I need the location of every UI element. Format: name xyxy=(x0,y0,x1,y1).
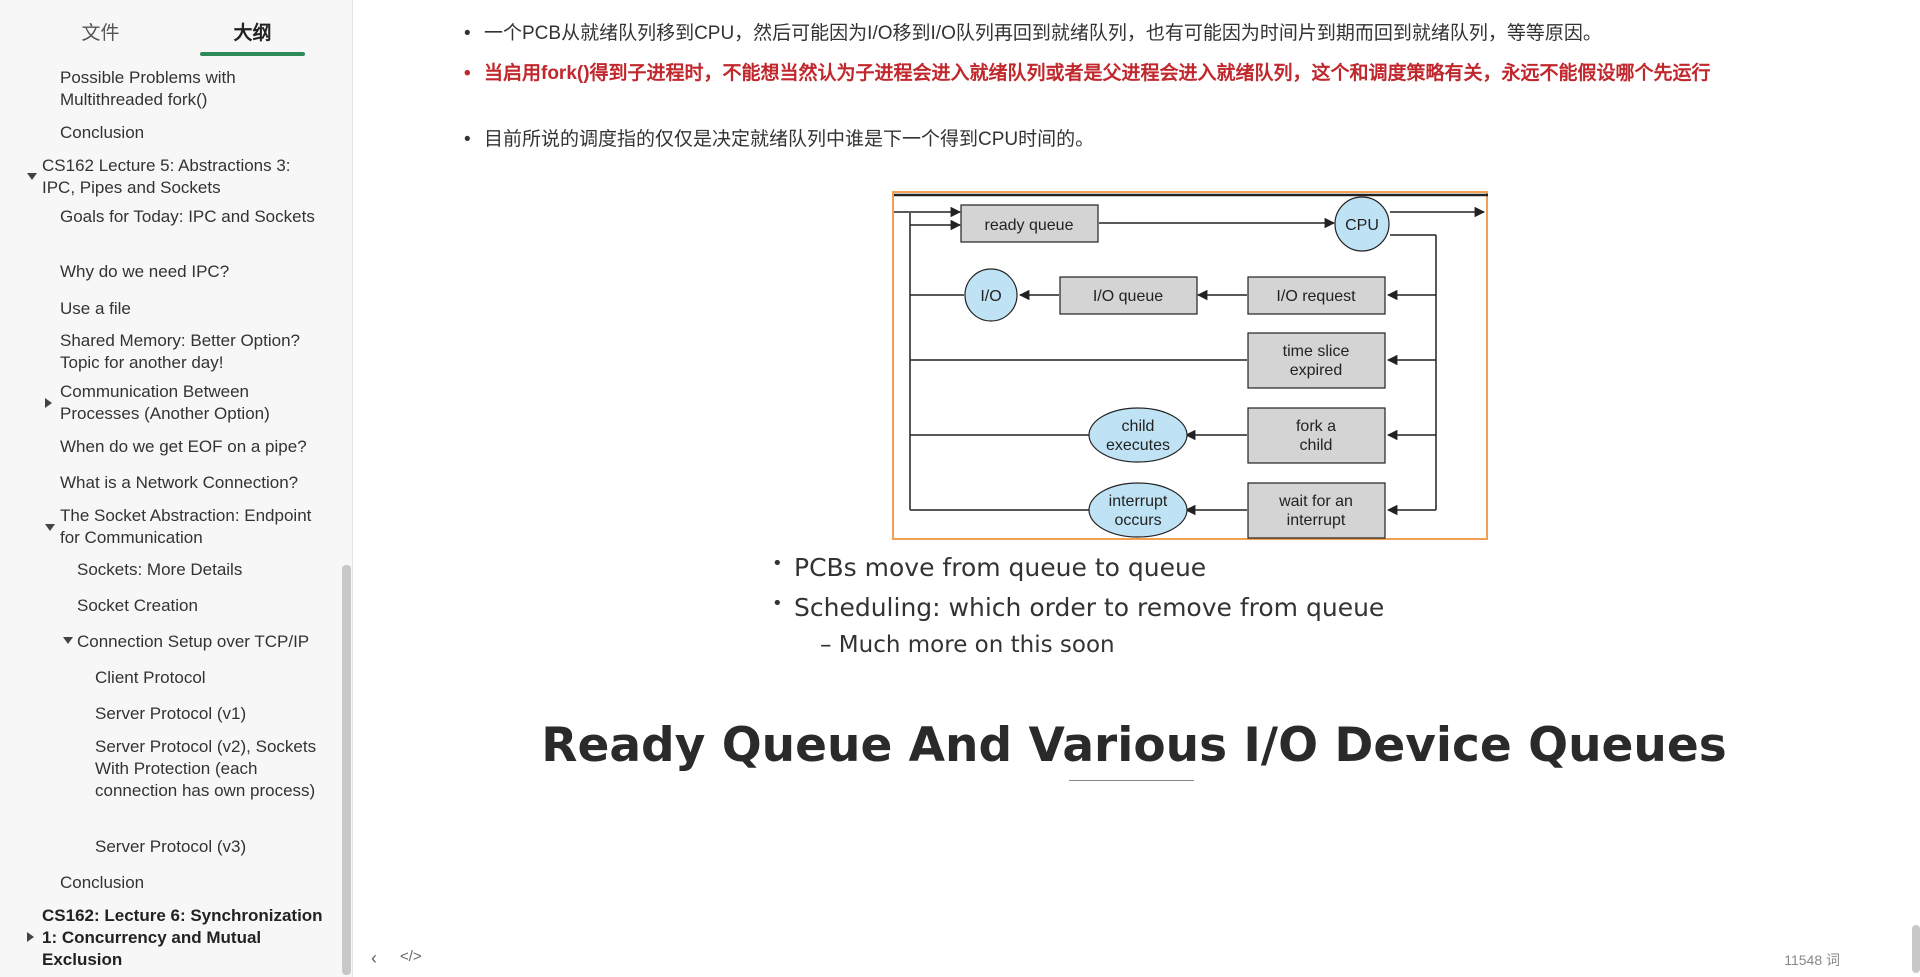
main-scrollbar[interactable] xyxy=(1912,925,1920,973)
outline-item[interactable]: Server Protocol (v1) xyxy=(95,704,247,723)
outline-item[interactable]: CS162 Lecture 5: Abstractions 3: IPC, Pi… xyxy=(42,156,291,197)
slide-bullet: •PCBs move from queue to queue xyxy=(772,553,1207,582)
outline-item[interactable]: What is a Network Connection? xyxy=(60,473,299,492)
outline-item[interactable]: Conclusion xyxy=(60,873,145,892)
expand-icon[interactable] xyxy=(45,398,52,408)
outline-sidebar: 文件 大纲 Possible Problems with Multithread… xyxy=(0,0,353,977)
outline-item[interactable]: Why do we need IPC? xyxy=(60,262,230,281)
child-executes-label: child xyxy=(1122,418,1155,435)
io-queue-label: I/O queue xyxy=(1093,288,1163,305)
word-count: 11548 词 xyxy=(1784,952,1840,968)
io-label: I/O xyxy=(980,288,1001,305)
sidebar-scrollbar[interactable] xyxy=(342,565,351,975)
outline-item[interactable]: Goals for Today: IPC and Sockets xyxy=(60,207,315,226)
outline-item[interactable]: Conclusion xyxy=(60,123,145,142)
collapse-icon[interactable] xyxy=(63,637,73,644)
wait-interrupt-label: wait for an xyxy=(1278,493,1353,510)
outline-item[interactable]: Connection Setup over TCP/IP xyxy=(77,632,310,651)
outline-item[interactable]: Socket Creation xyxy=(77,596,198,615)
fork-child-label: fork a xyxy=(1296,418,1336,435)
collapse-icon[interactable] xyxy=(27,173,37,180)
interrupt-occurs-label: occurs xyxy=(1114,512,1161,529)
io-request-label: I/O request xyxy=(1276,288,1356,305)
queue-diagram-image[interactable]: ready queue CPU I/O I/O queue I/O reques… xyxy=(892,191,1488,540)
back-icon[interactable]: ‹ xyxy=(371,948,377,968)
outline-item[interactable]: Server Protocol (v2), Sockets With Prote… xyxy=(95,737,317,800)
outline-item[interactable]: Client Protocol xyxy=(95,668,206,687)
source-code-icon[interactable]: </> xyxy=(400,948,422,965)
outline-item[interactable]: Communication Between Processes (Another… xyxy=(60,382,270,423)
tab-files[interactable]: 文件 xyxy=(81,23,120,44)
interrupt-occurs-label: interrupt xyxy=(1109,493,1168,510)
slide-bullet: •Scheduling: which order to remove from … xyxy=(772,593,1385,622)
time-slice-label: expired xyxy=(1290,362,1342,379)
section-heading: Ready Queue And Various I/O Device Queue… xyxy=(541,718,1727,773)
outline-item[interactable]: Possible Problems with Multithreaded for… xyxy=(60,68,236,109)
tab-outline[interactable]: 大纲 xyxy=(233,23,272,44)
time-slice-label: time slice xyxy=(1283,343,1350,360)
sidebar-tabs: 文件 大纲 xyxy=(0,0,352,60)
bullet-item: • 一个PCB从就绪队列移到CPU，然后可能因为I/O移到I/O队列再回到就绪队… xyxy=(464,23,1602,44)
heading-underline xyxy=(1069,780,1194,781)
wait-interrupt-label: interrupt xyxy=(1287,512,1346,529)
outline-item[interactable]: The Socket Abstraction: Endpoint for Com… xyxy=(60,506,312,547)
fork-child-label: child xyxy=(1300,437,1333,454)
slide-sub-bullet: – Much more on this soon xyxy=(820,632,1115,658)
outline-item[interactable]: CS162: Lecture 6: Synchronization 1: Con… xyxy=(42,906,323,969)
collapse-icon[interactable] xyxy=(45,524,55,531)
outline-item[interactable]: Server Protocol (v3) xyxy=(95,837,247,856)
expand-icon[interactable] xyxy=(27,932,34,942)
outline-item[interactable]: When do we get EOF on a pipe? xyxy=(60,437,307,456)
outline-item[interactable]: Use a file xyxy=(60,299,131,318)
outline-item[interactable]: Shared Memory: Better Option? Topic for … xyxy=(60,331,301,372)
queue-diagram: ready queue CPU I/O I/O queue I/O reques… xyxy=(894,193,1488,539)
active-tab-indicator xyxy=(200,52,305,56)
bullet-item: • 目前所说的调度指的仅仅是决定就绪队列中谁是下一个得到CPU时间的。 xyxy=(464,129,1095,150)
child-executes-label: executes xyxy=(1106,437,1170,454)
document-area: • 一个PCB从就绪队列移到CPU，然后可能因为I/O移到I/O队列再回到就绪队… xyxy=(354,0,1920,977)
ready-queue-label: ready queue xyxy=(985,217,1074,234)
outline-item[interactable]: Sockets: More Details xyxy=(77,560,243,579)
cpu-label: CPU xyxy=(1345,217,1379,234)
bullet-item-highlight: • 当启用fork()得到子进程时，不能想当然认为子进程会进入就绪队列或者是父进… xyxy=(464,63,1711,84)
